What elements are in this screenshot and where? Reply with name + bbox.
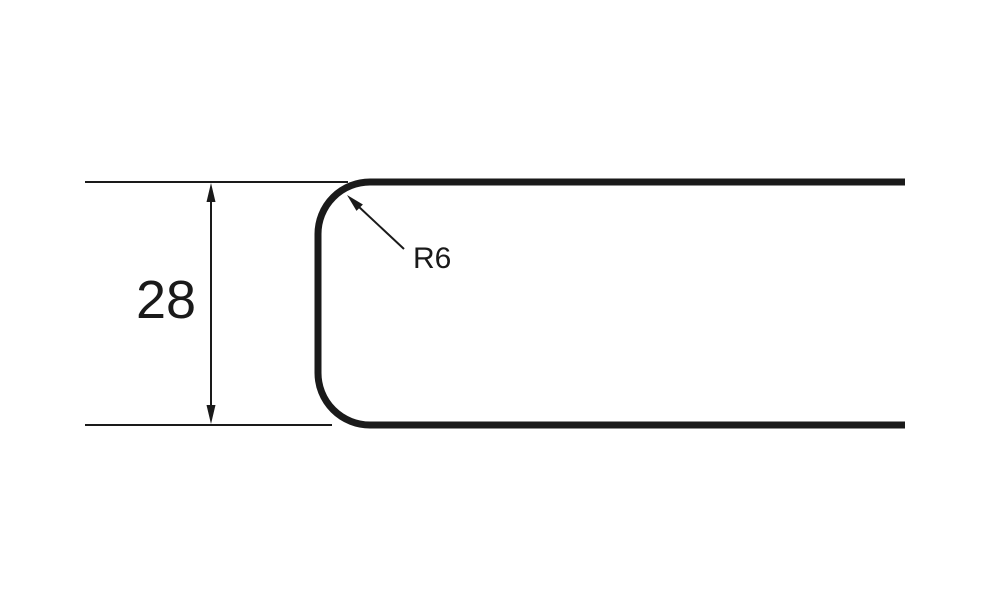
radius-callout-label: R6 [413,242,451,275]
dimension-value-label: 28 [136,270,196,330]
radius-leader-arrow-icon [347,195,363,211]
radius-leader-line [357,205,405,250]
dimension-arrow-down-icon [206,405,216,424]
profile-outline-shape [314,178,905,429]
dimension-arrow-up-icon [206,183,216,202]
